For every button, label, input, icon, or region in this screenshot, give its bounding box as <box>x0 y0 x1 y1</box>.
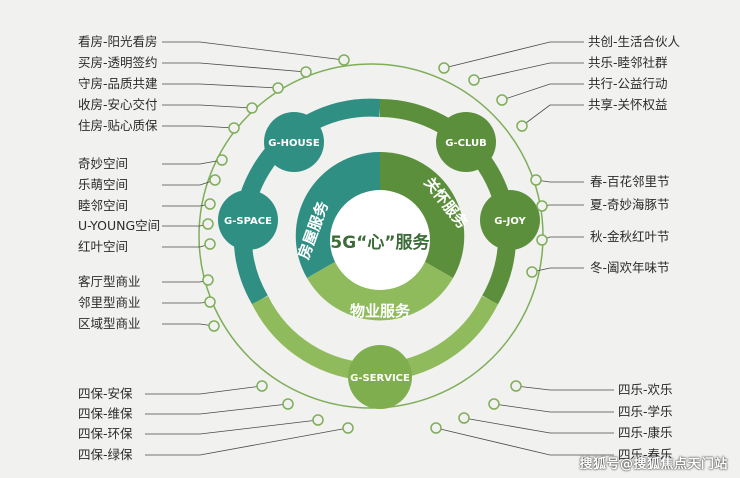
left-label-house-2: 买房-透明签约 <box>78 55 158 70</box>
center-disc <box>330 190 430 290</box>
right-label-festival-2: 夏-奇妙海豚节 <box>590 197 670 212</box>
node-space-label: G-SPACE <box>224 216 272 227</box>
left-label-commerce-1: 客厅型商业 <box>78 274 141 289</box>
right-label-joy-4: 四乐-春乐 <box>618 447 673 462</box>
left-label-house-4: 收房-安心交付 <box>78 97 158 112</box>
right-label-club-1: 共创-生活合伙人 <box>588 34 681 49</box>
watermark: 搜狐号@搜狐焦点天门站 <box>579 457 728 472</box>
left-label-space-3: 睦邻空间 <box>78 198 129 213</box>
right-label-festival-3: 秋-金秋红叶节 <box>590 229 670 244</box>
center-label: 5G“心”服务 <box>330 232 430 253</box>
left-label-space-1: 奇妙空间 <box>78 156 129 171</box>
right-label-club-4: 共享-关怀权益 <box>588 97 668 112</box>
left-label-commerce-2: 邻里型商业 <box>78 295 141 310</box>
left-label-house-1: 看房-阳光看房 <box>78 34 158 49</box>
left-label-space-5: 红叶空间 <box>78 239 129 254</box>
left-label-space-4: U-YOUNG空间 <box>78 218 161 233</box>
left-label-commerce-3: 区域型商业 <box>78 316 141 331</box>
node-house-circle <box>264 112 324 172</box>
right-label-festival-4: 冬-阖欢年味节 <box>590 260 670 275</box>
node-house-label: G-HOUSE <box>268 138 320 149</box>
ring-markers <box>202 54 548 434</box>
right-label-club-2: 共乐-睦邻社群 <box>588 55 668 70</box>
house-arc <box>233 98 381 305</box>
node-joy-label: G-JOY <box>494 216 526 227</box>
right-label-club-3: 共行-公益行动 <box>588 76 668 91</box>
node-club-label: G-CLUB <box>445 138 486 149</box>
left-label-space-2: 乐萌空间 <box>78 177 129 192</box>
left-label-safety-2: 四保-维保 <box>78 406 133 421</box>
node-space-circle <box>218 190 278 250</box>
node-service-label: G-SERVICE <box>350 373 410 384</box>
right-label-joy-2: 四乐-学乐 <box>618 404 673 419</box>
care-arc <box>379 99 517 305</box>
right-label-joy-3: 四乐-康乐 <box>618 425 673 440</box>
right-label-festival-1: 春-百花邻里节 <box>590 174 670 189</box>
left-label-house-3: 守房-品质共建 <box>78 76 158 91</box>
left-label-safety-1: 四保-安保 <box>78 386 133 401</box>
left-label-safety-3: 四保-环保 <box>78 426 133 441</box>
property-service-label: 物业服务 <box>350 302 411 320</box>
node-service-circle <box>348 345 412 409</box>
left-label-house-5: 住房-贴心质保 <box>78 118 158 133</box>
right-label-joy-1: 四乐-欢乐 <box>618 382 673 397</box>
right-connectors <box>435 41 614 456</box>
left-connectors <box>145 41 349 456</box>
left-label-safety-4: 四保-绿保 <box>78 447 133 462</box>
node-club-circle <box>436 112 496 172</box>
node-joy-circle <box>480 190 540 250</box>
